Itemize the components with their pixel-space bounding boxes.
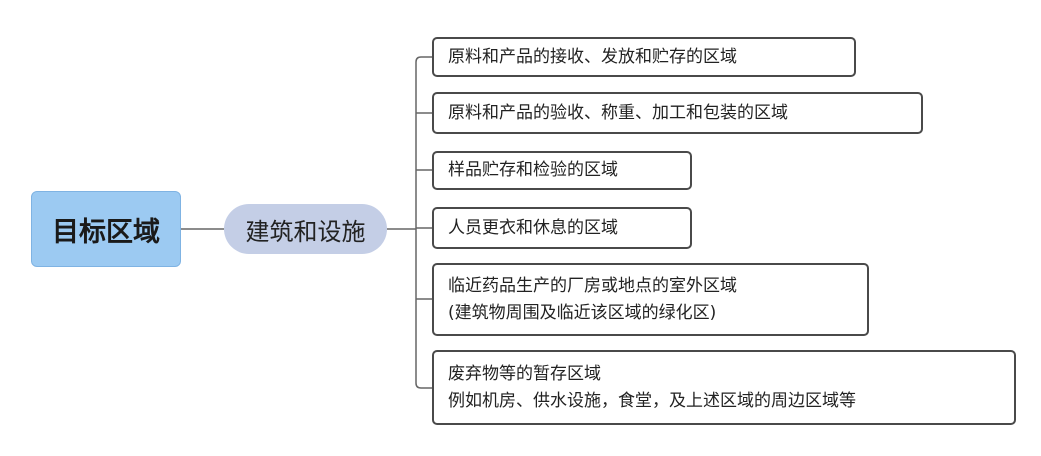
subtopic-line: 临近药品生产的厂房或地点的室外区域	[448, 275, 737, 296]
main-topic[interactable]: 建筑和设施	[224, 204, 387, 254]
subtopic-line: 废弃物等的暂存区域	[448, 363, 601, 384]
subtopic-sample-storage[interactable]: 样品贮存和检验的区域	[432, 151, 692, 190]
root-topic[interactable]: 目标区域	[31, 191, 181, 267]
subtopic-waste-storage[interactable]: 废弃物等的暂存区域 例如机房、供水设施，食堂，及上述区域的周边区域等	[432, 350, 1016, 425]
subtopic-line: 原料和产品的验收、称重、加工和包装的区域	[448, 102, 788, 123]
subtopic-line: 人员更衣和休息的区域	[448, 217, 618, 238]
subtopic-line: (建筑物周围及临近该区域的绿化区)	[448, 302, 717, 323]
subtopic-outdoor-area[interactable]: 临近药品生产的厂房或地点的室外区域 (建筑物周围及临近该区域的绿化区)	[432, 263, 869, 336]
branch-bracket	[415, 56, 432, 389]
main-topic-label: 建筑和设施	[245, 217, 366, 246]
subtopic-line: 例如机房、供水设施，食堂，及上述区域的周边区域等	[448, 390, 856, 411]
subtopic-line: 样品贮存和检验的区域	[448, 160, 618, 180]
subtopic-changing-rest[interactable]: 人员更衣和休息的区域	[432, 207, 692, 249]
root-topic-label: 目标区域	[52, 216, 160, 248]
subtopic-line: 原料和产品的接收、发放和贮存的区域	[448, 46, 737, 67]
subtopic-inspection-processing[interactable]: 原料和产品的验收、称重、加工和包装的区域	[432, 92, 923, 134]
subtopic-receiving-storage[interactable]: 原料和产品的接收、发放和贮存的区域	[432, 37, 856, 77]
